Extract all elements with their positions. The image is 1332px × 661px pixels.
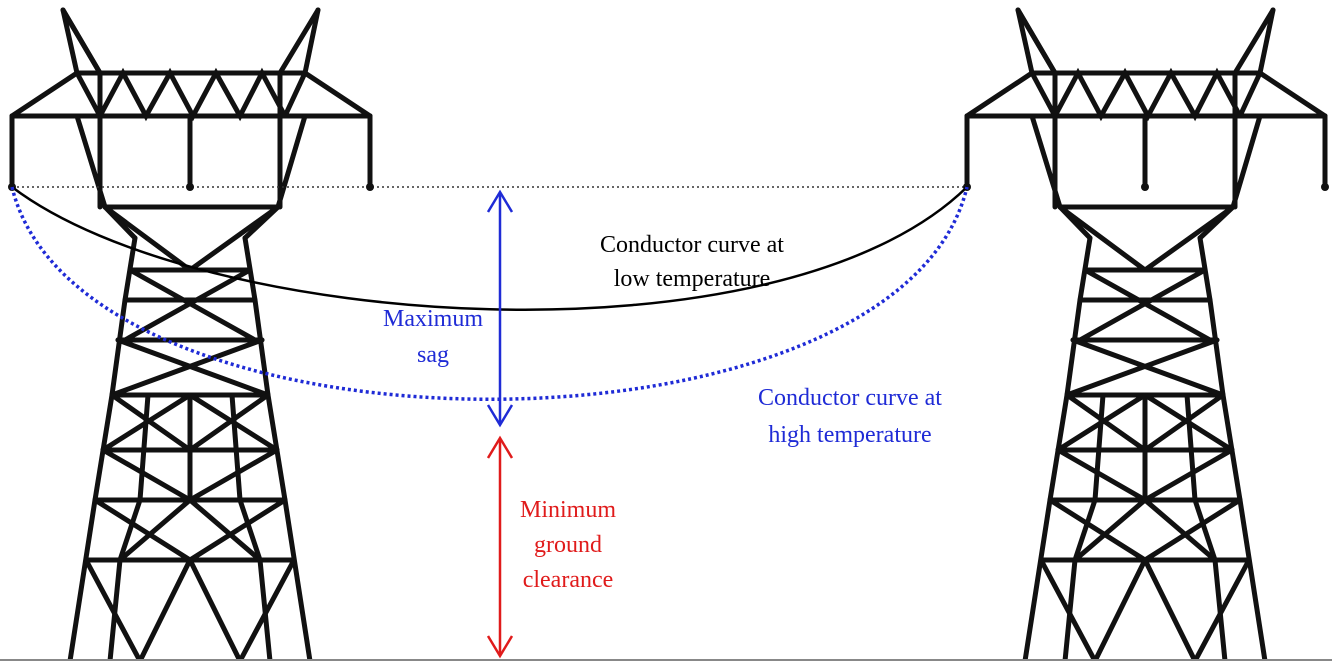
high-temperature-label-line2: high temperature xyxy=(768,422,931,448)
maximum-sag-label-line1: Maximum xyxy=(383,306,483,332)
ground-clearance-label-line1: Minimum xyxy=(520,497,616,523)
maximum-sag-arrow xyxy=(486,189,514,428)
ground-clearance-label-line3: clearance xyxy=(523,567,614,593)
high-temperature-label-line1: Conductor curve at xyxy=(758,385,942,411)
low-temperature-conductor-curve xyxy=(11,186,968,311)
low-temperature-label-line2: low temperature xyxy=(614,266,771,292)
right-tower xyxy=(967,10,1325,661)
maximum-sag-label-line2: sag xyxy=(417,342,449,368)
high-temperature-conductor-curve xyxy=(10,186,969,401)
left-tower xyxy=(12,10,370,661)
low-temperature-label-line1: Conductor curve at xyxy=(600,232,784,258)
ground-clearance-arrow xyxy=(486,435,514,659)
attachment-points xyxy=(8,183,1329,191)
ground-clearance-label-line2: ground xyxy=(534,532,602,558)
